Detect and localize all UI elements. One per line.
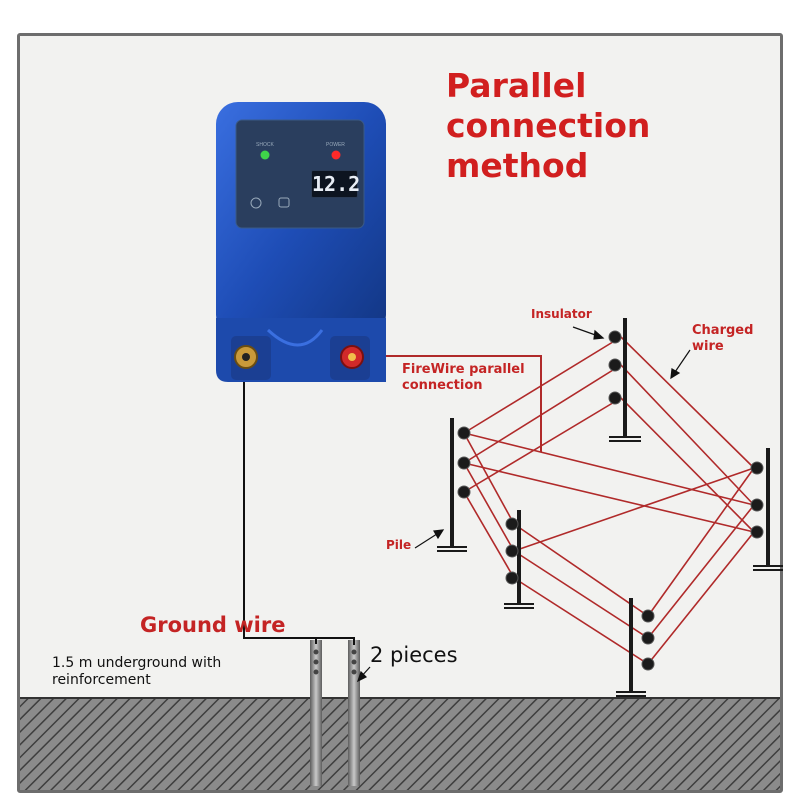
ground-wire-label: Ground wire	[140, 613, 286, 637]
ground-wire-link	[316, 637, 355, 645]
diagram-title: Parallel connection method	[446, 66, 651, 185]
diagram-frame	[17, 33, 783, 793]
firewire-connection	[356, 355, 542, 452]
post-bases	[437, 436, 783, 697]
insulators	[457, 330, 764, 671]
ground-soil	[20, 697, 780, 790]
fence-terminal-center	[348, 353, 356, 361]
ground-rods	[310, 640, 360, 786]
voltage-display: 12.2	[311, 170, 361, 198]
shock-label: SHOCK	[256, 142, 274, 148]
pointer-arrows	[356, 326, 691, 683]
shock-led	[260, 150, 270, 160]
fence-energizer	[216, 102, 386, 382]
charged-wires	[463, 336, 755, 665]
pieces-label: 2 pieces	[370, 643, 458, 667]
power-label: POWER	[326, 142, 345, 148]
firewire-label: FireWire parallel connection	[402, 362, 525, 393]
power-led	[331, 150, 341, 160]
insulator-label: Insulator	[531, 307, 592, 321]
charged-wire-label: Charged wire	[692, 323, 754, 354]
mode-icon	[278, 197, 290, 208]
fence-posts	[450, 318, 770, 692]
ground-wire	[243, 372, 317, 644]
wifi-icon	[250, 197, 262, 209]
pile-label: Pile	[386, 538, 412, 552]
underground-label: 1.5 m underground with reinforcement	[52, 655, 222, 688]
ground-terminal-center	[242, 353, 250, 361]
